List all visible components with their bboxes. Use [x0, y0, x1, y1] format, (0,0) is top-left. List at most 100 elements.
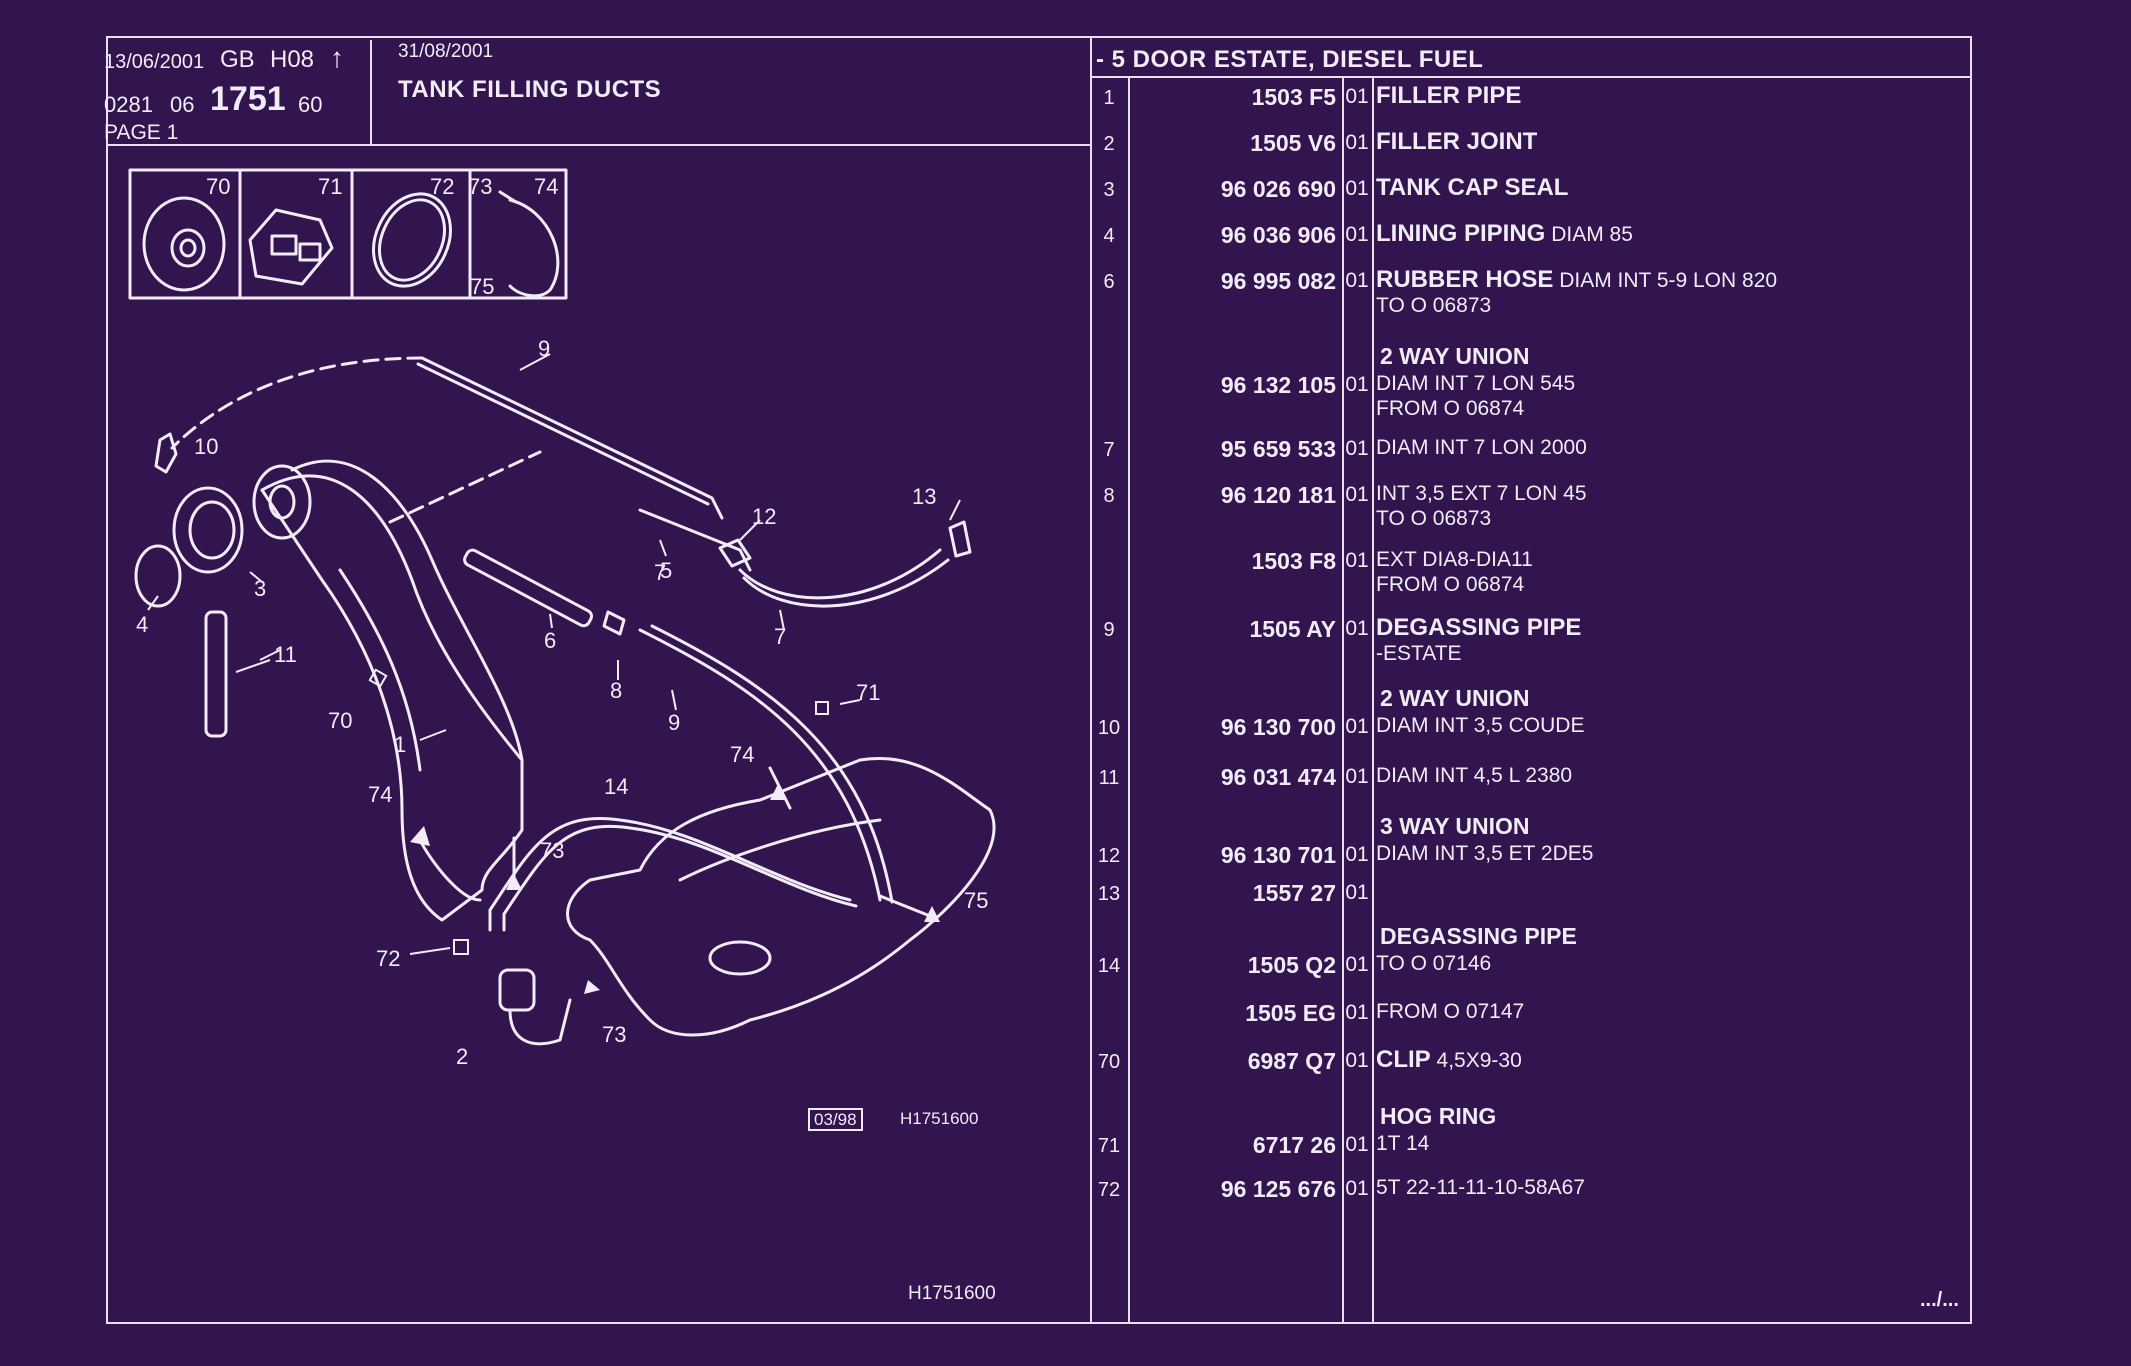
- callout-label: 74: [368, 782, 392, 807]
- table-left-line: [1090, 36, 1092, 1324]
- callout-label: 12: [752, 504, 776, 529]
- callout-label: 13: [912, 484, 936, 509]
- part-quantity: 01: [1345, 483, 1369, 506]
- callout-label: 70: [328, 708, 352, 733]
- degassing-pipe-14: [488, 817, 852, 932]
- part-group-name: DEGASSING PIPE: [1380, 923, 1577, 949]
- part-number: 11: [1098, 767, 1120, 789]
- callout-label: 9: [668, 710, 680, 735]
- part-spec: 5T 22-11-11-10-58A67: [1376, 1176, 1585, 1199]
- part-quantity: 01: [1345, 881, 1369, 904]
- part-group-name: 2 WAY UNION: [1380, 343, 1530, 369]
- page-frame: [106, 36, 1972, 1324]
- part-number: 70: [1097, 1051, 1121, 1073]
- callout-label: 75: [964, 888, 988, 913]
- part-note: TO O 06873: [1376, 507, 1492, 530]
- part-description: DEGASSING PIPE -ESTATE: [1376, 615, 1581, 666]
- part-number: 6: [1103, 271, 1115, 293]
- part-number: 13: [1097, 883, 1121, 905]
- part-description: DIAM INT 3,5 COUDE: [1376, 713, 1584, 738]
- part-description: DIAM INT 4,5 L 2380: [1376, 763, 1572, 788]
- union-12: [718, 538, 752, 568]
- part-description: FILLER JOINT: [1376, 129, 1537, 155]
- part-spec: 4,5X9-30: [1436, 1049, 1522, 1072]
- tank-cap-seal: [172, 486, 244, 574]
- part-reference: 96 125 676: [1220, 1176, 1336, 1202]
- table-col-qty-line: [1342, 76, 1344, 1324]
- header-code-c: 60: [298, 92, 323, 117]
- part-quantity: 01: [1345, 373, 1369, 396]
- part-spec: DIAM INT 7 LON 545: [1376, 372, 1576, 395]
- part-description: LINING PIPING DIAM 85: [1376, 221, 1633, 247]
- part-quantity: 01: [1345, 1177, 1369, 1200]
- part-note: TO O 06873: [1376, 294, 1492, 317]
- diagram-figure-ref: H1751600: [900, 1109, 979, 1128]
- part-reference: 96 130 700: [1220, 714, 1336, 740]
- part-description: FILLER PIPE: [1376, 83, 1521, 109]
- part-spec: TO O 07146: [1376, 952, 1492, 975]
- header-page: PAGE 1: [104, 121, 179, 144]
- callout-label: 5: [660, 558, 672, 583]
- callout-label: 9: [538, 336, 550, 361]
- inset-label: 70: [206, 174, 230, 199]
- part-quantity: 01: [1345, 131, 1369, 154]
- part-spec: DIAM INT 5-9 LON 820: [1559, 269, 1778, 292]
- part-number: 4: [1103, 225, 1115, 247]
- callout-label: 72: [376, 946, 400, 971]
- inset-label: 74: [534, 174, 558, 199]
- part-reference: 1503 F8: [1251, 548, 1336, 574]
- part-spec: DIAM 85: [1551, 223, 1633, 246]
- union-10: [154, 432, 178, 474]
- callout-label: 73: [602, 1022, 626, 1047]
- part-group-name: 2 WAY UNION: [1380, 685, 1530, 711]
- degassing-pipe-upper: [420, 356, 724, 520]
- degassing-pipe-lower: [638, 628, 882, 902]
- lining-ring: [134, 544, 182, 608]
- callout-label: 14: [604, 774, 628, 799]
- part-quantity: 01: [1345, 85, 1369, 108]
- callout-label: 4: [136, 612, 148, 637]
- callout-label: 3: [254, 576, 266, 601]
- part-name: DEGASSING PIPE: [1376, 614, 1582, 641]
- continued-marker: .../...: [1920, 1289, 1959, 1311]
- filler-pipe: [260, 474, 524, 922]
- part-quantity: 01: [1345, 715, 1369, 738]
- filler-neck-flange: [252, 464, 312, 540]
- part-reference: 1505 Q2: [1247, 952, 1336, 978]
- part-name: FILLER JOINT: [1376, 128, 1538, 155]
- part-number: 8: [1103, 485, 1115, 507]
- part-reference: 96 036 906: [1220, 222, 1336, 248]
- part-reference: 1505 V6: [1250, 130, 1336, 156]
- fuel-tank: [566, 757, 996, 1037]
- callout-label: 8: [610, 678, 622, 703]
- header-top-line: [1090, 36, 1972, 38]
- hose-clamp-inset-icon: [508, 198, 560, 298]
- part-number: 1: [1103, 87, 1115, 109]
- part-number: 10: [1097, 717, 1121, 739]
- part-quantity: 01: [1345, 765, 1369, 788]
- part-reference: 95 659 533: [1220, 436, 1336, 462]
- header-model: H08: [270, 46, 315, 73]
- part-spec: FROM O 07147: [1376, 1000, 1525, 1023]
- part-number: 12: [1097, 845, 1121, 867]
- part-spec: INT 3,5 EXT 7 LON 45: [1376, 482, 1587, 505]
- part-spec: DIAM INT 7 LON 2000: [1376, 436, 1587, 459]
- union-13: [948, 520, 972, 558]
- table-col-desc-line: [1372, 76, 1374, 1324]
- clip-inset-icon: [142, 196, 226, 292]
- up-arrow-icon: ↑: [330, 42, 344, 73]
- part-reference: 1505 AY: [1249, 616, 1336, 642]
- part-quantity: 01: [1345, 549, 1369, 572]
- part-reference: 96 132 105: [1220, 372, 1336, 398]
- callout-label: 74: [730, 742, 754, 767]
- part-description: DIAM INT 3,5 ET 2DE5: [1376, 841, 1593, 866]
- header-divider-1: [370, 40, 372, 146]
- part-reference: 96 031 474: [1220, 764, 1336, 790]
- part-name: LINING PIPING: [1376, 220, 1546, 247]
- part-reference: 1557 27: [1252, 880, 1336, 906]
- inset-label: 75: [470, 274, 494, 299]
- inset-label: 72: [430, 174, 454, 199]
